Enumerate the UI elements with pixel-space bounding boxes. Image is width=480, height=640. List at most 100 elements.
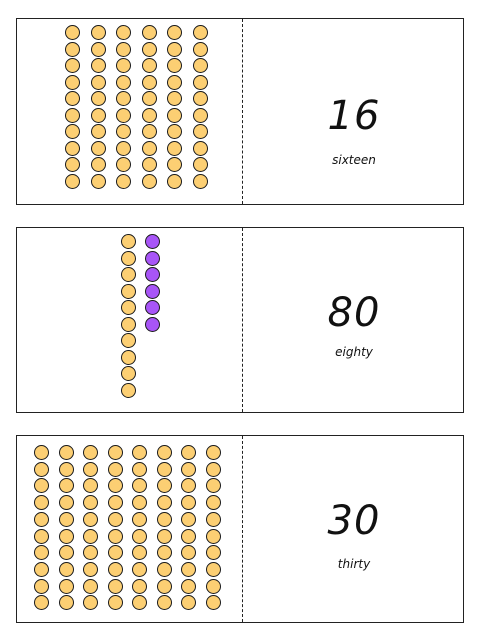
ten-bar-bead (116, 91, 131, 106)
ten-bar-bead (58, 495, 74, 511)
ten-bar-bead (181, 511, 196, 527)
ten-bar-bead (90, 58, 106, 73)
ten-bar-bead (192, 74, 208, 90)
ten-bar-bead (90, 74, 106, 90)
ten-bar-bead (34, 545, 49, 561)
ten-bar-bead (167, 140, 182, 156)
ten-bar-bead (181, 561, 196, 577)
ten-bar-bead (181, 461, 196, 477)
ten-bar-bead (156, 461, 172, 477)
ten-bar-bead (141, 58, 157, 73)
ten-bar-bead (107, 478, 123, 494)
ten-bar-bead (116, 41, 131, 57)
ten-bar-bead (65, 173, 80, 189)
ten-bar-bead (141, 91, 157, 106)
ten-bar-bead (90, 140, 106, 156)
ten-bar-bead (34, 461, 49, 477)
ten-bar-bead (107, 561, 123, 577)
bead-display-2 (17, 228, 243, 412)
ten-bar-bead (132, 545, 147, 561)
ten-bar-bead (58, 461, 74, 477)
ten-bar-bead (156, 545, 172, 561)
ten-bar-bead (90, 124, 106, 139)
ten-bar-bead (141, 140, 157, 156)
ten-bar-bead (205, 511, 221, 527)
ten-bar-bead (34, 595, 49, 611)
ten-bar-bead (34, 511, 49, 527)
ten-bar-bead (107, 578, 123, 594)
numeral: 16 (327, 93, 381, 139)
ten-bar-bead (167, 107, 182, 123)
bead-display-1 (17, 19, 243, 204)
ten-bar-bead (65, 140, 80, 156)
ten-bar-bead (65, 58, 80, 73)
ten-bar-bead (121, 300, 136, 315)
ten-bar-bead (156, 511, 172, 527)
ten-bar-bead (121, 267, 136, 282)
ten-bar-bead (121, 366, 136, 381)
ten-bar-bead (141, 157, 157, 172)
ten-bar-bead (58, 545, 74, 561)
ten-bar-bead (58, 528, 74, 544)
ten-bar-bead (65, 41, 80, 57)
ten-bar-bead (83, 478, 98, 494)
ten-bar-bead (107, 595, 123, 611)
ten-bar-bead (34, 478, 49, 494)
ten-bar-bead (192, 173, 208, 189)
ten-bar-bead (107, 511, 123, 527)
ten-bar-bead (167, 58, 182, 73)
ten-bar-bead (205, 445, 221, 460)
ten-bar-bead (141, 173, 157, 189)
unit-bead (145, 267, 160, 282)
ten-bar-bead (34, 578, 49, 594)
ten-bar-bead (121, 250, 136, 266)
ten-bar-bead (34, 561, 49, 577)
ten-bar-bead (181, 595, 196, 611)
ten-bar-bead (83, 578, 98, 594)
ten-bar-bead (192, 157, 208, 172)
card-divider (242, 228, 243, 412)
ten-bar-bead (205, 561, 221, 577)
ten-bar-bead (132, 528, 147, 544)
ten-bar-bead (167, 91, 182, 106)
ten-bar-bead (58, 478, 74, 494)
ten-bar-bead (156, 578, 172, 594)
ten-bar-bead (156, 528, 172, 544)
ten-bar-bead (192, 107, 208, 123)
ten-bar-bead (65, 124, 80, 139)
ten-bar-bead (116, 25, 131, 40)
ten-bar-bead (132, 445, 147, 460)
ten-bar-bead (141, 41, 157, 57)
ten-bar-bead (116, 124, 131, 139)
ten-bar-bead (58, 561, 74, 577)
ten-bar-bead (167, 173, 182, 189)
ten-bar-bead (107, 545, 123, 561)
ten-bar-bead (156, 445, 172, 460)
ten-bar-bead (83, 595, 98, 611)
number-card-2: 80 eighty (16, 227, 464, 413)
ten-bar-bead (58, 578, 74, 594)
ten-bar-bead (83, 528, 98, 544)
ten-bar-bead (192, 58, 208, 73)
ten-bar-bead (132, 578, 147, 594)
ten-bar-bead (34, 528, 49, 544)
number-card-3: 30 thirty (16, 435, 464, 623)
ten-bar-bead (181, 545, 196, 561)
ten-bar-bead (132, 595, 147, 611)
bead-display-3 (17, 436, 243, 622)
ten-bar-bead (121, 234, 136, 249)
ten-bar-bead (116, 107, 131, 123)
ten-bar-bead (156, 478, 172, 494)
ten-bar-bead (90, 173, 106, 189)
ten-bar-bead (65, 157, 80, 172)
ten-bar-bead (83, 495, 98, 511)
ten-bar-bead (192, 91, 208, 106)
ten-bar-bead (90, 107, 106, 123)
ten-bar-bead (192, 140, 208, 156)
ten-bar-bead (83, 545, 98, 561)
ten-bar-bead (83, 511, 98, 527)
numeral: 30 (327, 498, 381, 544)
unit-bead (145, 283, 160, 299)
ten-bar-bead (167, 157, 182, 172)
ten-bar-bead (141, 25, 157, 40)
